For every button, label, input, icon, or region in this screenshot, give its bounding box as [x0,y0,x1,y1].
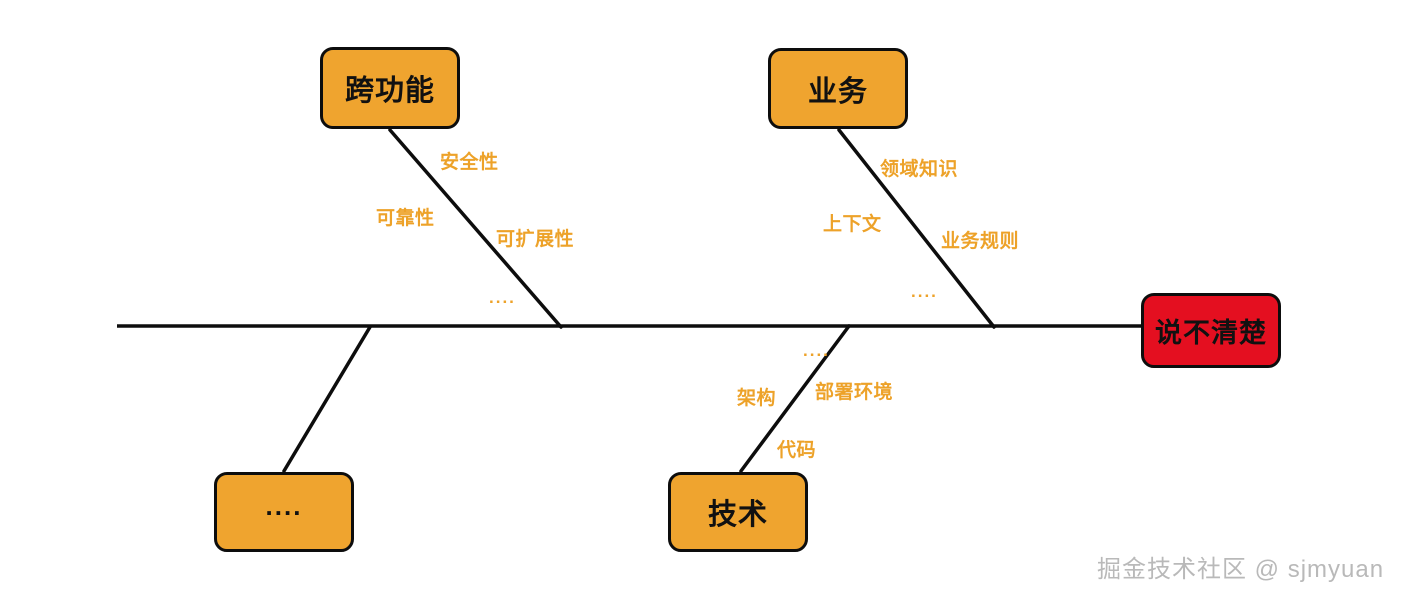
branch-line-cross-functional [388,128,563,329]
category-box-business[interactable]: 业务 [768,48,908,129]
category-label-business: 业务 [807,75,868,108]
branch-line-business [837,128,996,329]
cause-label-business-more: .... [911,282,938,301]
cause-label-technology-more: .... [803,341,830,360]
category-box-technology[interactable]: 技术 [668,472,808,552]
category-box-other[interactable]: .... [214,472,354,552]
branch-line-other [282,325,372,473]
cause-label-code: 代码 [777,440,817,461]
cause-label-deployment-environment: 部署环境 [815,382,894,403]
category-label-technology: 技术 [707,499,768,531]
cause-label-cross-functional-more: .... [489,288,516,307]
cause-label-reliability: 可靠性 [376,208,435,229]
cause-label-architecture: 架构 [737,388,777,409]
effect-label: 说不清楚 [1155,318,1267,348]
cause-label-security: 安全性 [440,152,499,173]
category-label-other: .... [265,490,303,521]
cause-label-business-rules: 业务规则 [941,231,1020,252]
effect-box[interactable]: 说不清楚 [1141,293,1281,368]
branch-line-technology [739,324,851,473]
cause-label-scalability: 可扩展性 [496,229,575,250]
cause-label-domain-knowledge: 领域知识 [880,159,959,180]
category-box-cross-functional[interactable]: 跨功能 [320,47,460,129]
watermark: 掘金技术社区 @ sjmyuan [1097,556,1385,583]
cause-label-context: 上下文 [823,214,882,235]
category-label-cross-functional: 跨功能 [344,75,435,107]
